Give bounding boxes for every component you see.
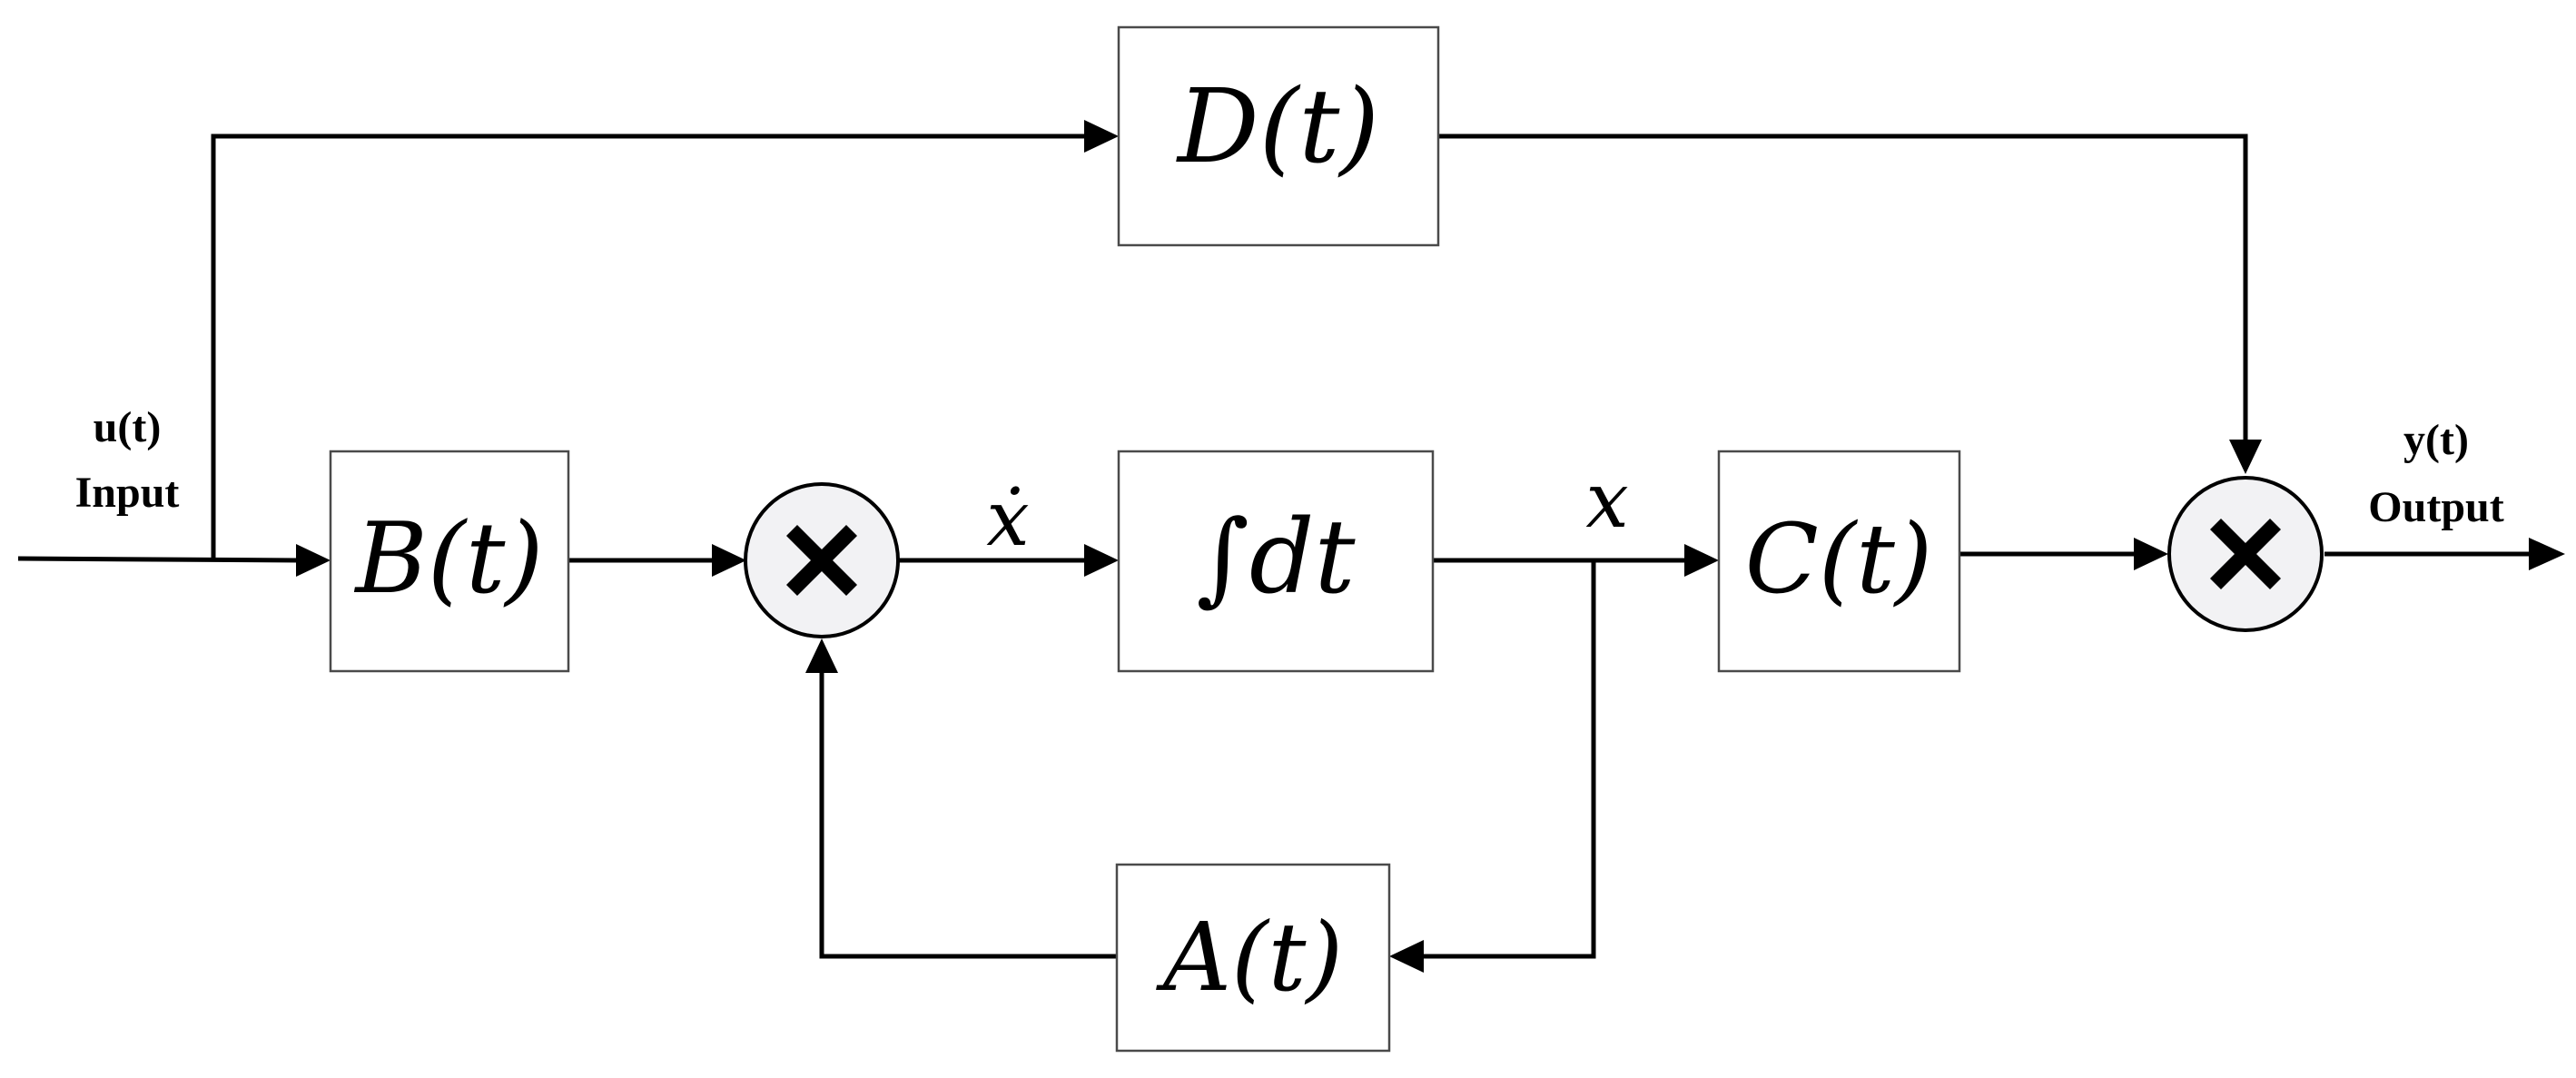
input-signal-label: u(t) xyxy=(94,403,162,451)
arrow-to-b xyxy=(296,544,331,577)
block-b-label: B(t) xyxy=(353,502,543,616)
arrow-to-sum2 xyxy=(2134,538,2168,570)
arrow-to-a xyxy=(1389,940,1424,973)
d-to-sum2-wire xyxy=(1439,134,2248,440)
arrow-output xyxy=(2529,538,2565,570)
input-name-label: Input xyxy=(75,469,180,517)
block-c: C(t) xyxy=(1717,450,1961,673)
state-label: x xyxy=(1585,456,1628,545)
block-a-label: A(t) xyxy=(1156,902,1343,1013)
summing-junction-2 xyxy=(2167,476,2324,632)
arrow-to-sum1-bottom xyxy=(805,638,838,673)
block-d: D(t) xyxy=(1117,25,1440,247)
output-signal-label: y(t) xyxy=(2403,416,2469,464)
arrow-to-integrator xyxy=(1084,544,1119,577)
arrow-to-sum2-top xyxy=(2229,440,2262,474)
block-c-label: C(t) xyxy=(1745,503,1932,615)
state-derivative-label: ẋ xyxy=(986,474,1029,563)
feedforward-wire xyxy=(211,134,1085,559)
a-to-sum-wire xyxy=(819,670,1117,959)
arrow-to-sum1 xyxy=(712,544,746,577)
block-a: A(t) xyxy=(1115,863,1391,1053)
input-wire xyxy=(17,556,301,563)
output-name-label: Output xyxy=(2368,483,2503,531)
arrow-to-d xyxy=(1084,120,1119,153)
arrow-to-c xyxy=(1684,544,1719,577)
summing-junction-1 xyxy=(744,482,900,638)
block-b: B(t) xyxy=(329,450,570,673)
feedback-wire xyxy=(1421,560,1596,959)
block-integrator: ∫dt xyxy=(1117,450,1435,673)
block-integrator-label: ∫dt xyxy=(1196,499,1356,617)
block-d-label: D(t) xyxy=(1176,68,1379,186)
